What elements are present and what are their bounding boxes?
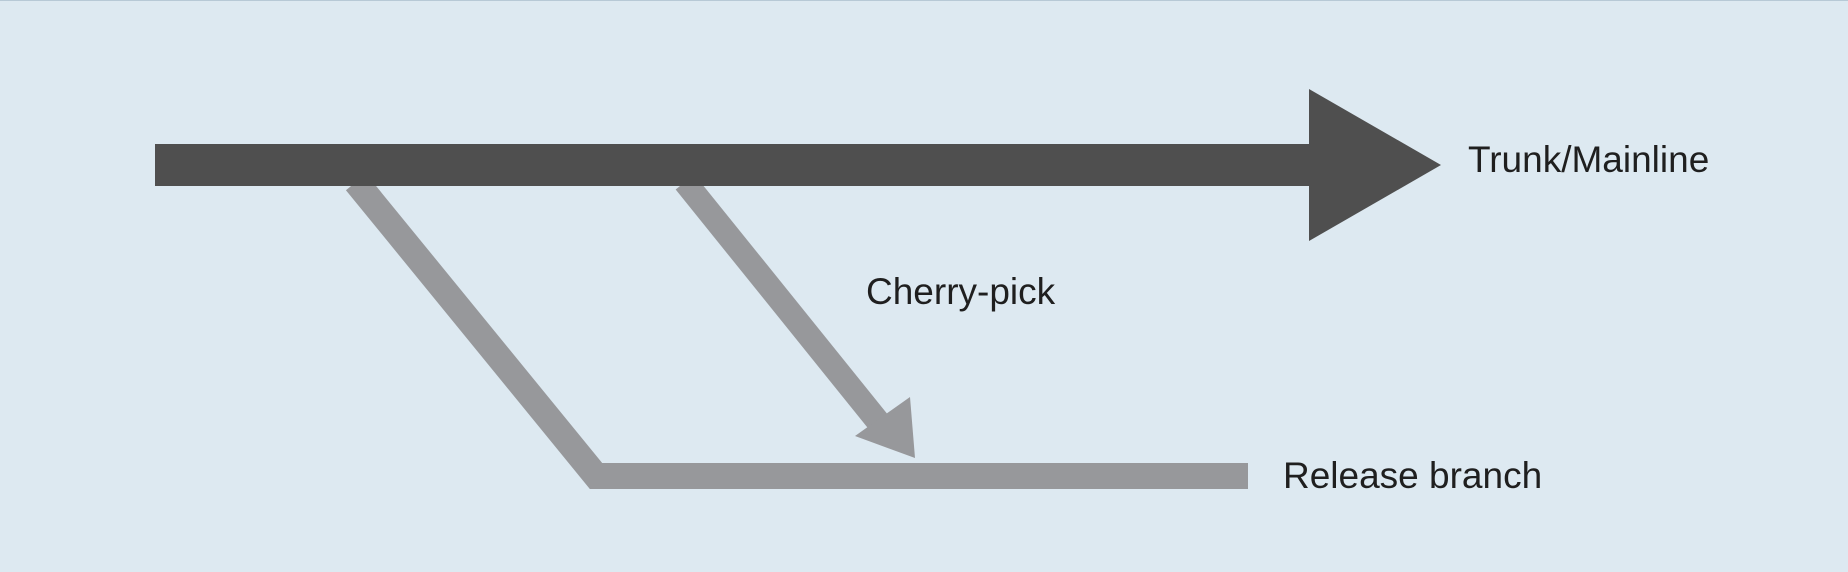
cherry-pick-label: Cherry-pick: [866, 271, 1056, 312]
trunk-label: Trunk/Mainline: [1468, 139, 1709, 180]
cherry-pick-arrowhead: [855, 397, 915, 458]
trunk-arrow-shaft: [155, 144, 1315, 186]
release-branch-line: [345, 173, 1248, 489]
release-branch-label: Release branch: [1283, 455, 1542, 496]
trunk-arrowhead: [1309, 89, 1441, 241]
cherry-pick-line: [675, 174, 890, 432]
